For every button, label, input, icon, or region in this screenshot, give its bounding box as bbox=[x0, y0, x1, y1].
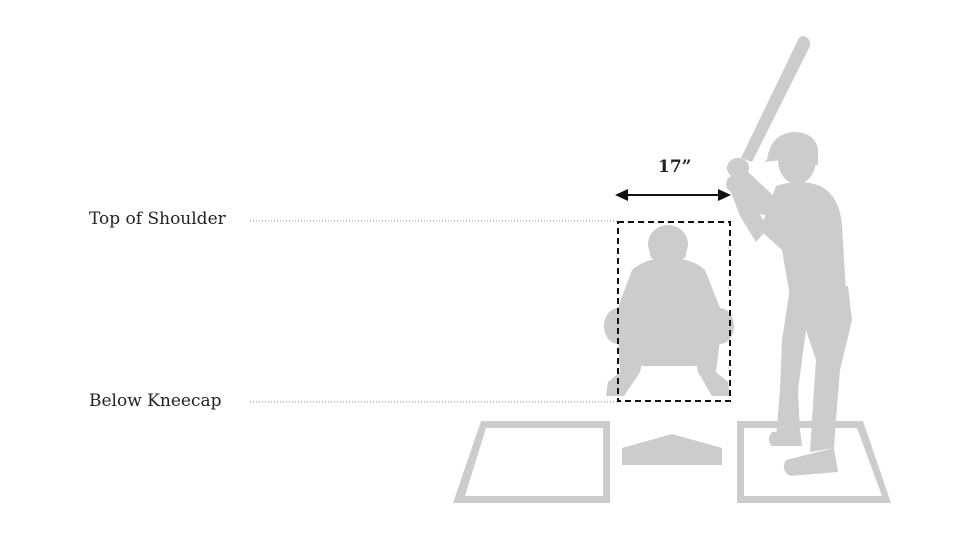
batter-silhouette bbox=[726, 36, 852, 476]
home-plate bbox=[622, 434, 722, 465]
below-kneecap-label: Below Kneecap bbox=[89, 391, 222, 411]
width-arrow bbox=[615, 189, 731, 201]
zone-width-label: 17” bbox=[658, 157, 692, 177]
arrowhead-right bbox=[718, 189, 731, 201]
arrowhead-left bbox=[615, 189, 628, 201]
catcher-silhouette bbox=[604, 225, 734, 396]
top-of-shoulder-label: Top of Shoulder bbox=[89, 209, 226, 229]
left-batters-box bbox=[453, 421, 610, 503]
strike-zone bbox=[617, 221, 731, 402]
